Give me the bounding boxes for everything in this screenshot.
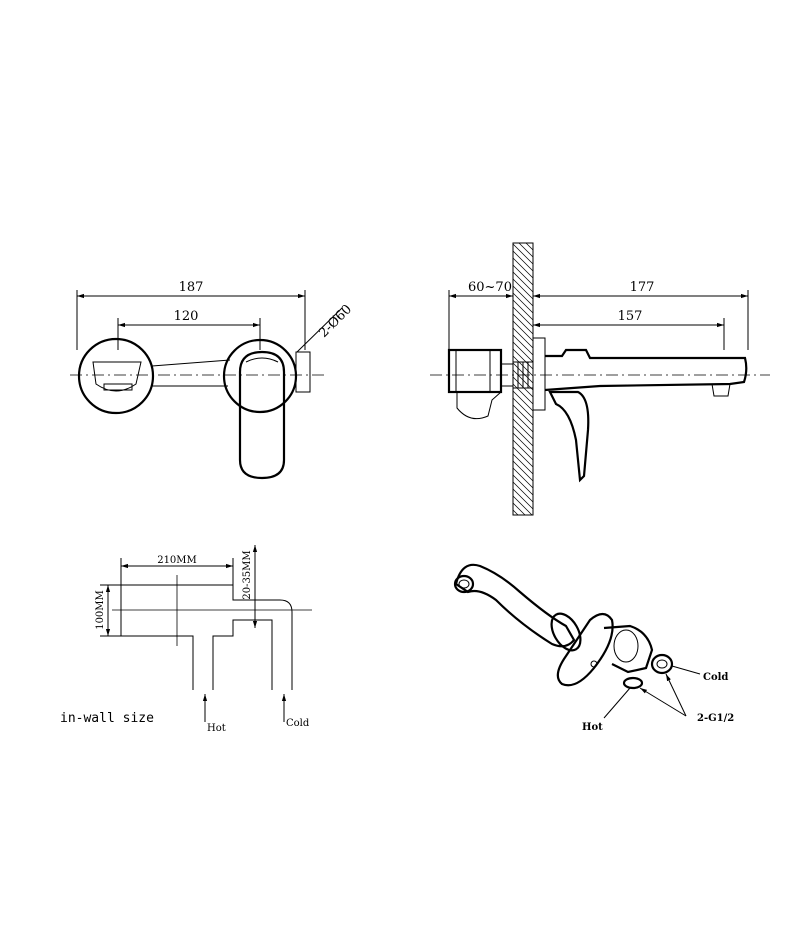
- inwall-caption: in-wall size: [60, 711, 154, 726]
- spout-profile: [544, 348, 748, 392]
- side-view: 60~70 177 157: [430, 242, 770, 516]
- iso-view: Cold Hot 2-G1/2: [453, 563, 734, 733]
- iso-label-thread: 2-G1/2: [697, 713, 734, 724]
- dim-text-diameter: 2-Ø60: [316, 302, 355, 341]
- iso-valve-body: [603, 624, 654, 674]
- lever-profile: [548, 390, 590, 483]
- inwall-view: 210MM 100MM 20-35MM Hot Cold in-wall siz…: [60, 545, 312, 734]
- dim-text-total-reach: 177: [630, 280, 655, 295]
- front-view: 187 120 2-Ø60: [70, 280, 355, 480]
- dim-text-depth: 20-35MM: [242, 550, 253, 599]
- dim-text-spout-reach: 157: [618, 309, 643, 324]
- inwall-label-cold: Cold: [286, 718, 310, 729]
- spout-rosette: [77, 337, 155, 415]
- valve-body: [447, 348, 503, 394]
- dim-text-width: 210MM: [157, 555, 197, 566]
- iso-spout: [454, 563, 576, 648]
- lever-handle: [238, 350, 286, 480]
- iso-label-cold: Cold: [703, 672, 728, 683]
- iso-label-hot: Hot: [582, 722, 603, 733]
- iso-lever: [556, 612, 614, 687]
- dim-text-wall-depth: 60~70: [468, 280, 512, 295]
- iso-cold-port: [650, 653, 674, 675]
- inwall-body-outline: [121, 584, 293, 690]
- dim-text-height: 100MM: [95, 590, 106, 630]
- inwall-label-hot: Hot: [207, 723, 226, 734]
- iso-hot-port: [622, 676, 644, 690]
- dim-text-centers: 120: [174, 309, 199, 324]
- wall-hatch: [512, 242, 534, 516]
- dim-text-overall: 187: [179, 280, 204, 295]
- wall-flange: [532, 337, 546, 411]
- handle-rosette: [222, 338, 298, 414]
